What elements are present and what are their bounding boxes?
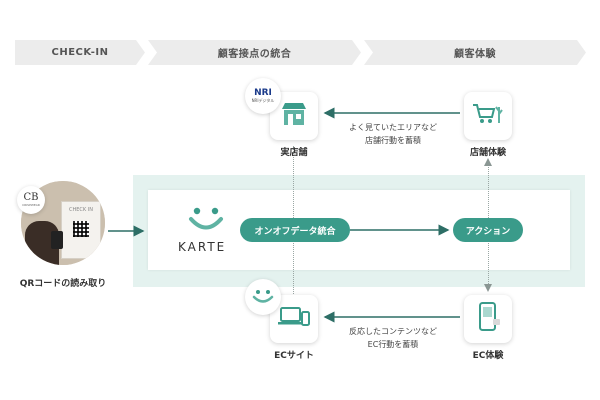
crispwear-logo: CB (23, 192, 39, 203)
data-integration-pill: オンオフデータ統合 (240, 218, 350, 242)
store-experience-label: 店舗体験 (469, 148, 506, 158)
ec-experience-card (464, 295, 512, 343)
karte-wordmark: KARTE (178, 240, 227, 254)
ec-site-label: ECサイト (274, 351, 314, 361)
stage-customer-experience: 顧客体験 (364, 40, 586, 65)
ec-behavior-note: 反応したコンテンツなど EC行動を蓄積 (323, 325, 463, 351)
phone-in-hand (51, 231, 63, 249)
stage-touchpoint-integration: 顧客接点の統合 (148, 40, 361, 65)
store-behavior-note-line1: よく見ていたエリアなど (349, 123, 437, 132)
nri-badge: NRI NRIデジタル (245, 78, 281, 114)
smartphone-icon (474, 302, 502, 336)
store-behavior-note-line2: 店舗行動を蓄積 (365, 136, 421, 145)
checkin-photo: CHECK IN (21, 181, 105, 265)
ec-behavior-note-line1: 反応したコンテンツなど (349, 327, 437, 336)
store-behavior-note: よく見ていたエリアなど 店舗行動を蓄積 (323, 121, 463, 147)
laptop-phone-icon (278, 305, 310, 333)
store-label: 実店舗 (280, 148, 308, 158)
stage-checkin: CHECK-IN (15, 40, 145, 65)
nri-logo: NRI (254, 88, 272, 98)
qr-checkin-label: QRコードの読み取り (19, 279, 107, 289)
checkin-poster: CHECK IN (61, 201, 101, 259)
ec-experience-label: EC体験 (472, 351, 504, 361)
nri-sub: NRIデジタル (251, 98, 275, 103)
karte-mini-badge (245, 279, 281, 315)
store-experience-card (464, 92, 512, 140)
karte-logo-mark (189, 207, 223, 230)
action-pill: アクション (453, 218, 523, 242)
storefront-icon (280, 101, 308, 131)
qr-code (73, 221, 89, 237)
checkin-poster-text: CHECK IN (69, 207, 93, 213)
crispwear-badge: CB CRISPWEAR (17, 186, 45, 214)
karte-mini-logo (252, 290, 274, 303)
shopping-cart-icon (472, 101, 504, 131)
ec-behavior-note-line2: EC行動を蓄積 (367, 340, 419, 349)
crispwear-logo-sub: CRISPWEAR (22, 203, 40, 207)
